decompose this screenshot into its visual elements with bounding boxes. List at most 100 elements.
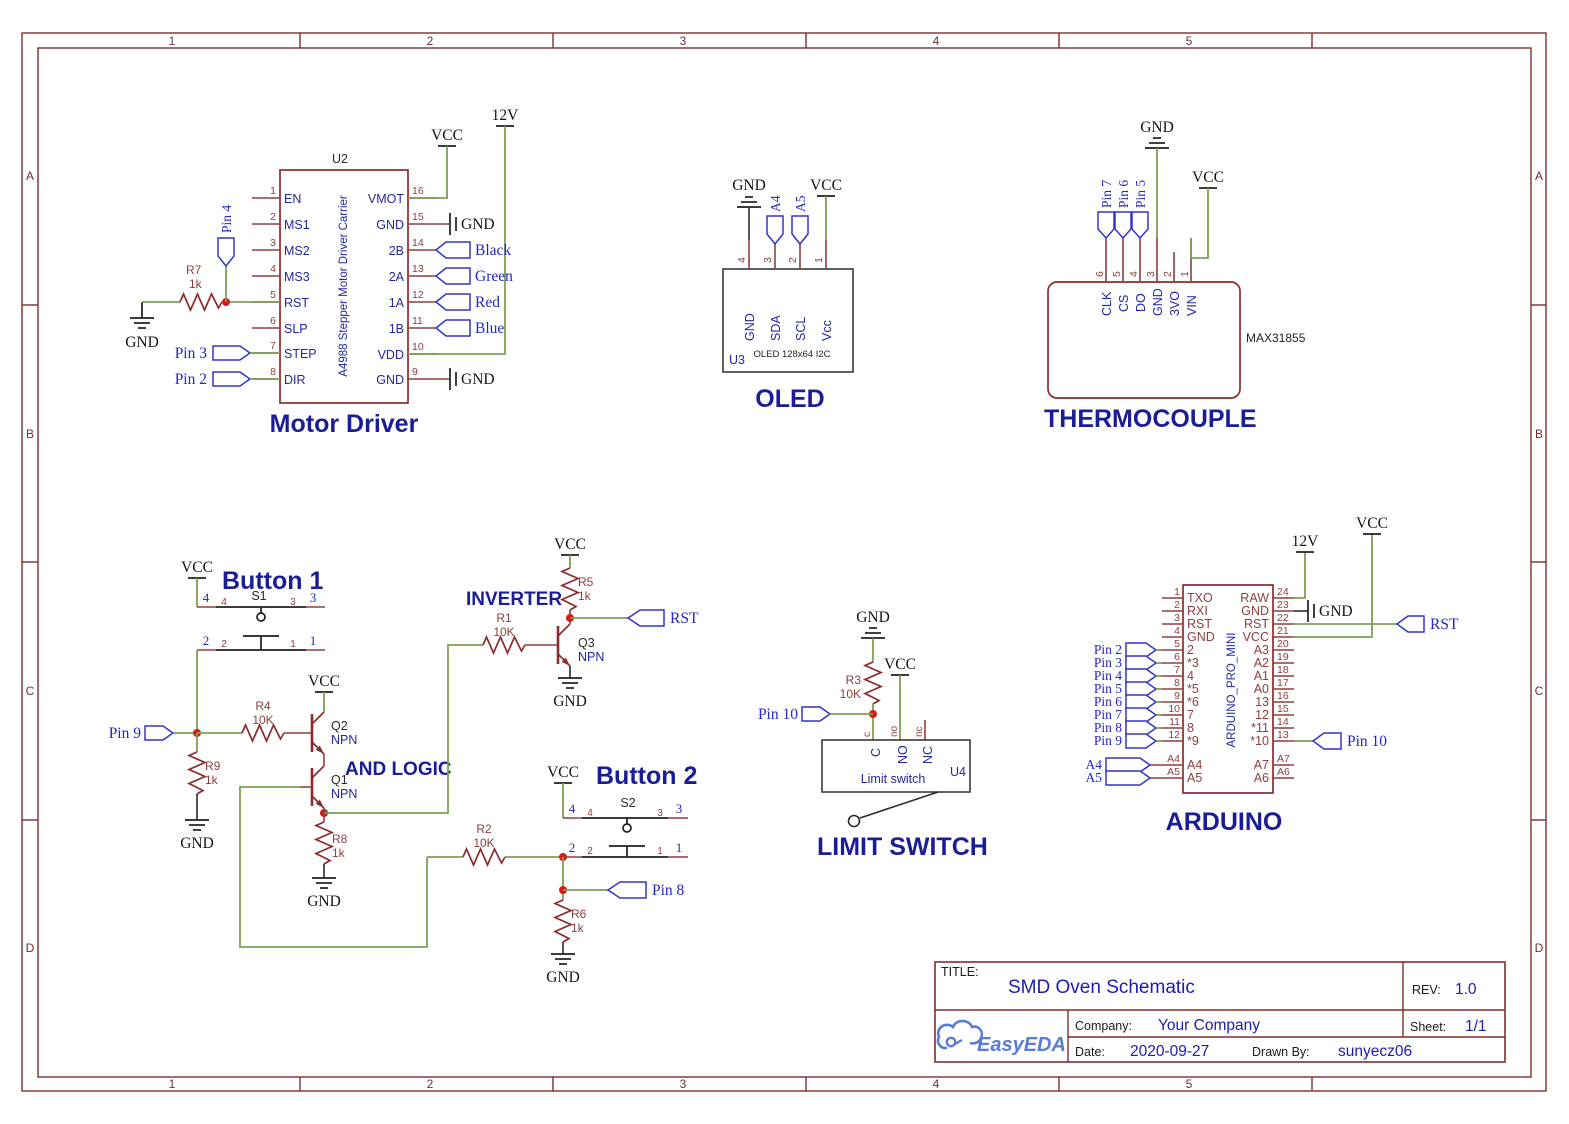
oled-nets[interactable]: GND A4 A5 VCC [732,177,842,246]
net-flag-pin3[interactable] [1125,655,1158,671]
net-flag-label: Pin 2 [175,371,207,388]
pin-number: 9 [412,366,418,378]
net-flag-pin7[interactable] [1125,707,1158,723]
net-flag-pin10[interactable] [801,706,832,722]
net-flag-label: Black [475,242,511,259]
resistor-r6[interactable]: R6 1k [552,899,587,943]
thermocouple-component[interactable]: MAX31855 6 5 4 3 2 1 CLK CS DO GND 3VO V… [1044,238,1306,433]
pin-number: 1 [1174,586,1180,598]
u4-body[interactable] [821,739,971,793]
pin-number: 1 [813,257,825,263]
pin-name: nc [914,726,925,737]
button1-label: Button 1 [222,567,323,595]
pin-name: *5 [1187,682,1199,696]
switch-pin-number: 2 [587,846,593,857]
pin-number: 6 [1094,271,1106,277]
net-flag-label: Green [475,268,513,285]
net-flag-pin3[interactable] [212,345,252,361]
net-flag-pin8[interactable] [1125,720,1158,736]
net-flag-pin4[interactable] [217,237,235,268]
net-flag-a5[interactable] [1105,770,1152,786]
net-flag-pin5[interactable] [1131,211,1149,240]
net-flag-green[interactable] [434,267,471,285]
net-flag-pin9[interactable] [1125,733,1158,749]
resistor-r1[interactable]: R1 10K [482,611,526,656]
net-flag-black[interactable] [434,241,471,259]
transistor-q2[interactable]: Q2 NPN [310,711,357,755]
net-label-vcc: VCC [308,673,340,690]
net-flag-rst[interactable] [626,609,665,627]
resistor-designator: R8 [332,832,348,846]
pin-number: 2 [787,257,799,263]
net-flag-pin2[interactable] [1125,642,1158,658]
s2-switch[interactable]: 4 4 3 3 2 2 1 1 [563,801,688,858]
resistor-r7[interactable]: R7 1k [179,263,223,313]
frame-col-label: 1 [169,1077,176,1091]
resistor-r9[interactable]: R9 1k [186,751,221,795]
resistor-r3[interactable]: R3 10K [840,661,884,705]
net-flag-pin6[interactable] [1114,211,1132,240]
thermocouple-nets[interactable]: Pin 7 Pin 6 Pin 5 GND VCC [1097,119,1224,259]
oled-label: OLED [755,385,824,413]
net-flag-a4[interactable] [766,215,784,246]
net-flag-a5[interactable] [791,215,809,246]
arduino-body[interactable] [1182,584,1274,794]
motor-driver-component[interactable]: U2 A4988 Stepper Motor Driver Carrier 1 … [252,152,450,438]
net-flag-pin4[interactable] [1125,668,1158,684]
net-flag-rst[interactable] [1395,615,1425,633]
inverter-circuit[interactable]: INVERTER R1 10K Q3 NPN VCC R5 1k RST [466,536,699,710]
date-value: 2020-09-27 [1130,1043,1209,1060]
motor-driver-nets[interactable]: VCC 12V GND GND Black Green Red Blue Pin… [125,107,519,390]
switch-pin-number: 4 [569,801,576,816]
resistor-r8[interactable]: R8 1k [313,821,348,865]
net-flag-pin10[interactable] [1311,732,1342,750]
button1-component[interactable]: Button 1 VCC S1 4 4 3 3 2 2 1 1 [181,559,325,733]
net-flag-label: Pin 2 [1094,642,1122,657]
pin-name: 1A [389,296,405,310]
resistor-r4[interactable]: R4 10K [241,699,285,744]
drawn-by-label: Drawn By: [1252,1045,1310,1059]
frame-col-label: 5 [1186,34,1193,48]
button2-component[interactable]: Button 2 VCC S2 4 4 3 3 2 2 1 1 R2 10K [427,762,697,986]
transistor-q3[interactable]: Q3 NPN [556,623,604,667]
and-logic-circuit[interactable]: Pin 9 R4 10K Q2 NPN VCC Q1 NPN [109,644,483,948]
net-flag-label: Blue [475,320,504,337]
resistor-value: 1k [205,773,219,787]
svg-text:GND: GND [461,216,495,233]
pin-name: MS3 [284,270,310,284]
net-flag-label: Pin 9 [1094,733,1122,748]
net-flag-pin8[interactable] [606,881,647,899]
oled-component[interactable]: U3 OLED 128x64 I2C 4 3 2 1 GND SDA SCL V… [722,240,854,413]
transistor-designator: Q2 [331,719,348,733]
net-flag-pin5[interactable] [1125,681,1158,697]
net-flag-label: Pin 3 [175,345,208,362]
net-flag-blue[interactable] [434,319,471,337]
pin-name: *9 [1187,734,1199,748]
net-flag-pin2[interactable] [212,371,252,387]
net-flag-pin9[interactable] [144,725,175,741]
resistor-r2[interactable]: R2 10K [462,822,506,868]
svg-text:GND: GND [307,893,341,910]
net-flag-pin7[interactable] [1097,211,1115,240]
frame-row-label: C [26,684,35,698]
s1-switch[interactable]: 4 4 3 3 2 2 1 1 [197,590,325,651]
frame-row-label: D [1535,941,1544,955]
pin-name: 8 [1187,721,1194,735]
net-flag-pin6[interactable] [1125,694,1158,710]
frame-col-label: 5 [1186,1077,1193,1091]
net-flag-a4[interactable] [1105,757,1152,773]
pin-name: DO [1134,293,1148,312]
net-flag-red[interactable] [434,293,471,311]
max31855-body[interactable] [1047,281,1241,399]
limit-switch-circuit[interactable]: GND R3 10K Pin 10 VCC c no nc C NO NC Li… [758,609,988,861]
pin-number: 22 [1277,612,1289,624]
pin-name: MS2 [284,244,310,258]
pin-name: A4 [1187,758,1202,772]
resistor-r5[interactable]: R5 1k [559,567,594,611]
pin-name: NO [896,745,910,764]
arduino-nets[interactable]: Pin 2 Pin 3 Pin 4 Pin 5 Pin 6 Pin 7 Pin … [1086,515,1459,786]
pin-number: 12 [412,289,424,301]
arduino-component[interactable]: ARDUINO_PRO_MINI 1 2 3 4 5 6 7 8 9 10 11… [1150,584,1294,836]
u3-body[interactable] [722,268,854,373]
u2-body[interactable] [279,169,409,404]
